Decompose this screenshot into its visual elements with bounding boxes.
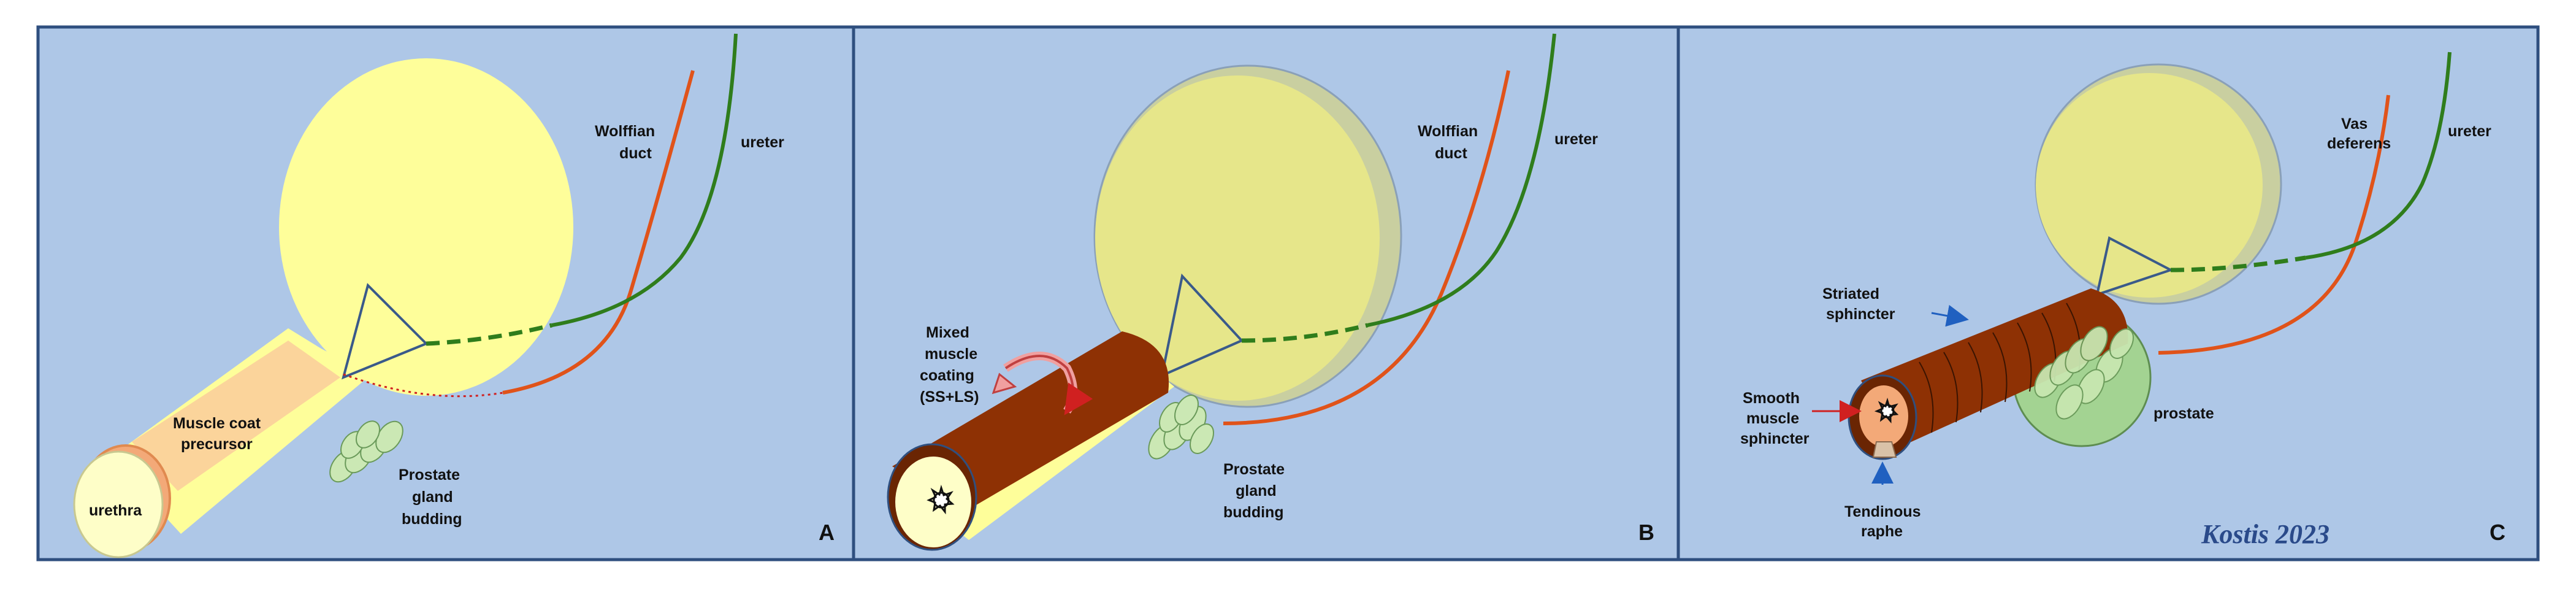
label-prostate-b-3: budding [1223,504,1284,521]
label-urethra: urethra [89,502,142,519]
label-ureter-c: ureter [2448,123,2491,140]
label-tendinous-2: raphe [1861,523,1903,540]
label-mixed-3: coating [920,367,974,384]
ureter-b [1367,33,1556,327]
label-prostate-c: prostate [2154,405,2214,422]
ureter-c [2305,52,2452,260]
label-vas-deferens-1: Vas [2341,115,2368,133]
striated-sphincter-cylinder [1861,288,2128,448]
label-tendinous-1: Tendinous [1844,503,1921,520]
panel-b: Wolffian duct ureter Mixed muscle coatin… [852,25,1680,561]
label-prostate-b-2: gland [1236,482,1277,500]
label-prostate-a-3: budding [402,511,462,528]
panel-a: Wolffian duct ureter Muscle coat precurs… [36,25,855,561]
ureter-dashed-c [2170,255,2306,272]
trigone-b [1160,273,1244,378]
wolffian-duct [502,70,695,395]
label-smooth-1: Smooth [1743,390,1800,407]
label-wolffian-duct-a-2: duct [619,145,652,162]
label-mixed-4: (SS+LS) [920,388,979,406]
ureter-dashed [426,323,552,346]
prostate-buds [329,420,403,483]
vas-deferens [2158,94,2390,355]
bladder [279,58,573,396]
bladder-c [2036,73,2263,298]
wolffian-duct-b [1223,70,1510,425]
label-smooth-3: sphincter [1740,430,1810,447]
prostate-lobules-c [2034,326,2134,420]
label-mixed-2: muscle [925,345,977,363]
label-ureter-b: ureter [1554,131,1598,148]
sphincter-rings [1919,303,2081,433]
label-striated-1: Striated [1822,285,1879,303]
label-ureter-a: ureter [741,134,784,151]
label-striated-2: sphincter [1826,306,1895,323]
label-wolffian-duct-b-2: duct [1435,145,1467,162]
label-muscle-coat-2: precursor [181,436,253,453]
label-muscle-coat-1: Muscle coat [173,415,261,432]
lumen-star-icon-c [1874,398,1899,423]
panel-letter-a: A [819,520,835,545]
wolffian-internal-path [343,373,503,398]
urethra-end-face [73,450,164,558]
lumen-star-icon [927,484,955,515]
label-wolffian-duct-a-1: Wolffian [595,123,655,140]
label-vas-deferens-2: deferens [2327,135,2391,152]
author-signature: Kostis 2023 [2201,519,2329,549]
ureter-dashed-b [1241,323,1368,343]
bladder-b [1095,75,1380,401]
label-prostate-a-1: Prostate [399,466,460,484]
panel-c: Vas deferens ureter Striated sphincter S… [1676,25,2540,561]
panel-letter-b: B [1638,520,1654,545]
tendinous-raphe-shape [1872,441,1897,458]
trigone [342,283,429,380]
label-wolffian-duct-b-1: Wolffian [1418,123,1478,140]
pointer-arrow-icon-striated [1931,304,1969,327]
muscle-coat-band [132,341,340,491]
curved-arrow-icon [992,352,1093,415]
label-prostate-a-2: gland [412,488,453,506]
label-smooth-2: muscle [1746,410,1799,427]
trigone-c [2095,236,2174,297]
panel-letter-c: C [2490,520,2505,545]
label-prostate-b-1: Prostate [1223,461,1285,478]
prostate-buds-b [1148,395,1214,460]
label-mixed-1: Mixed [926,324,969,341]
ureter [551,33,738,327]
